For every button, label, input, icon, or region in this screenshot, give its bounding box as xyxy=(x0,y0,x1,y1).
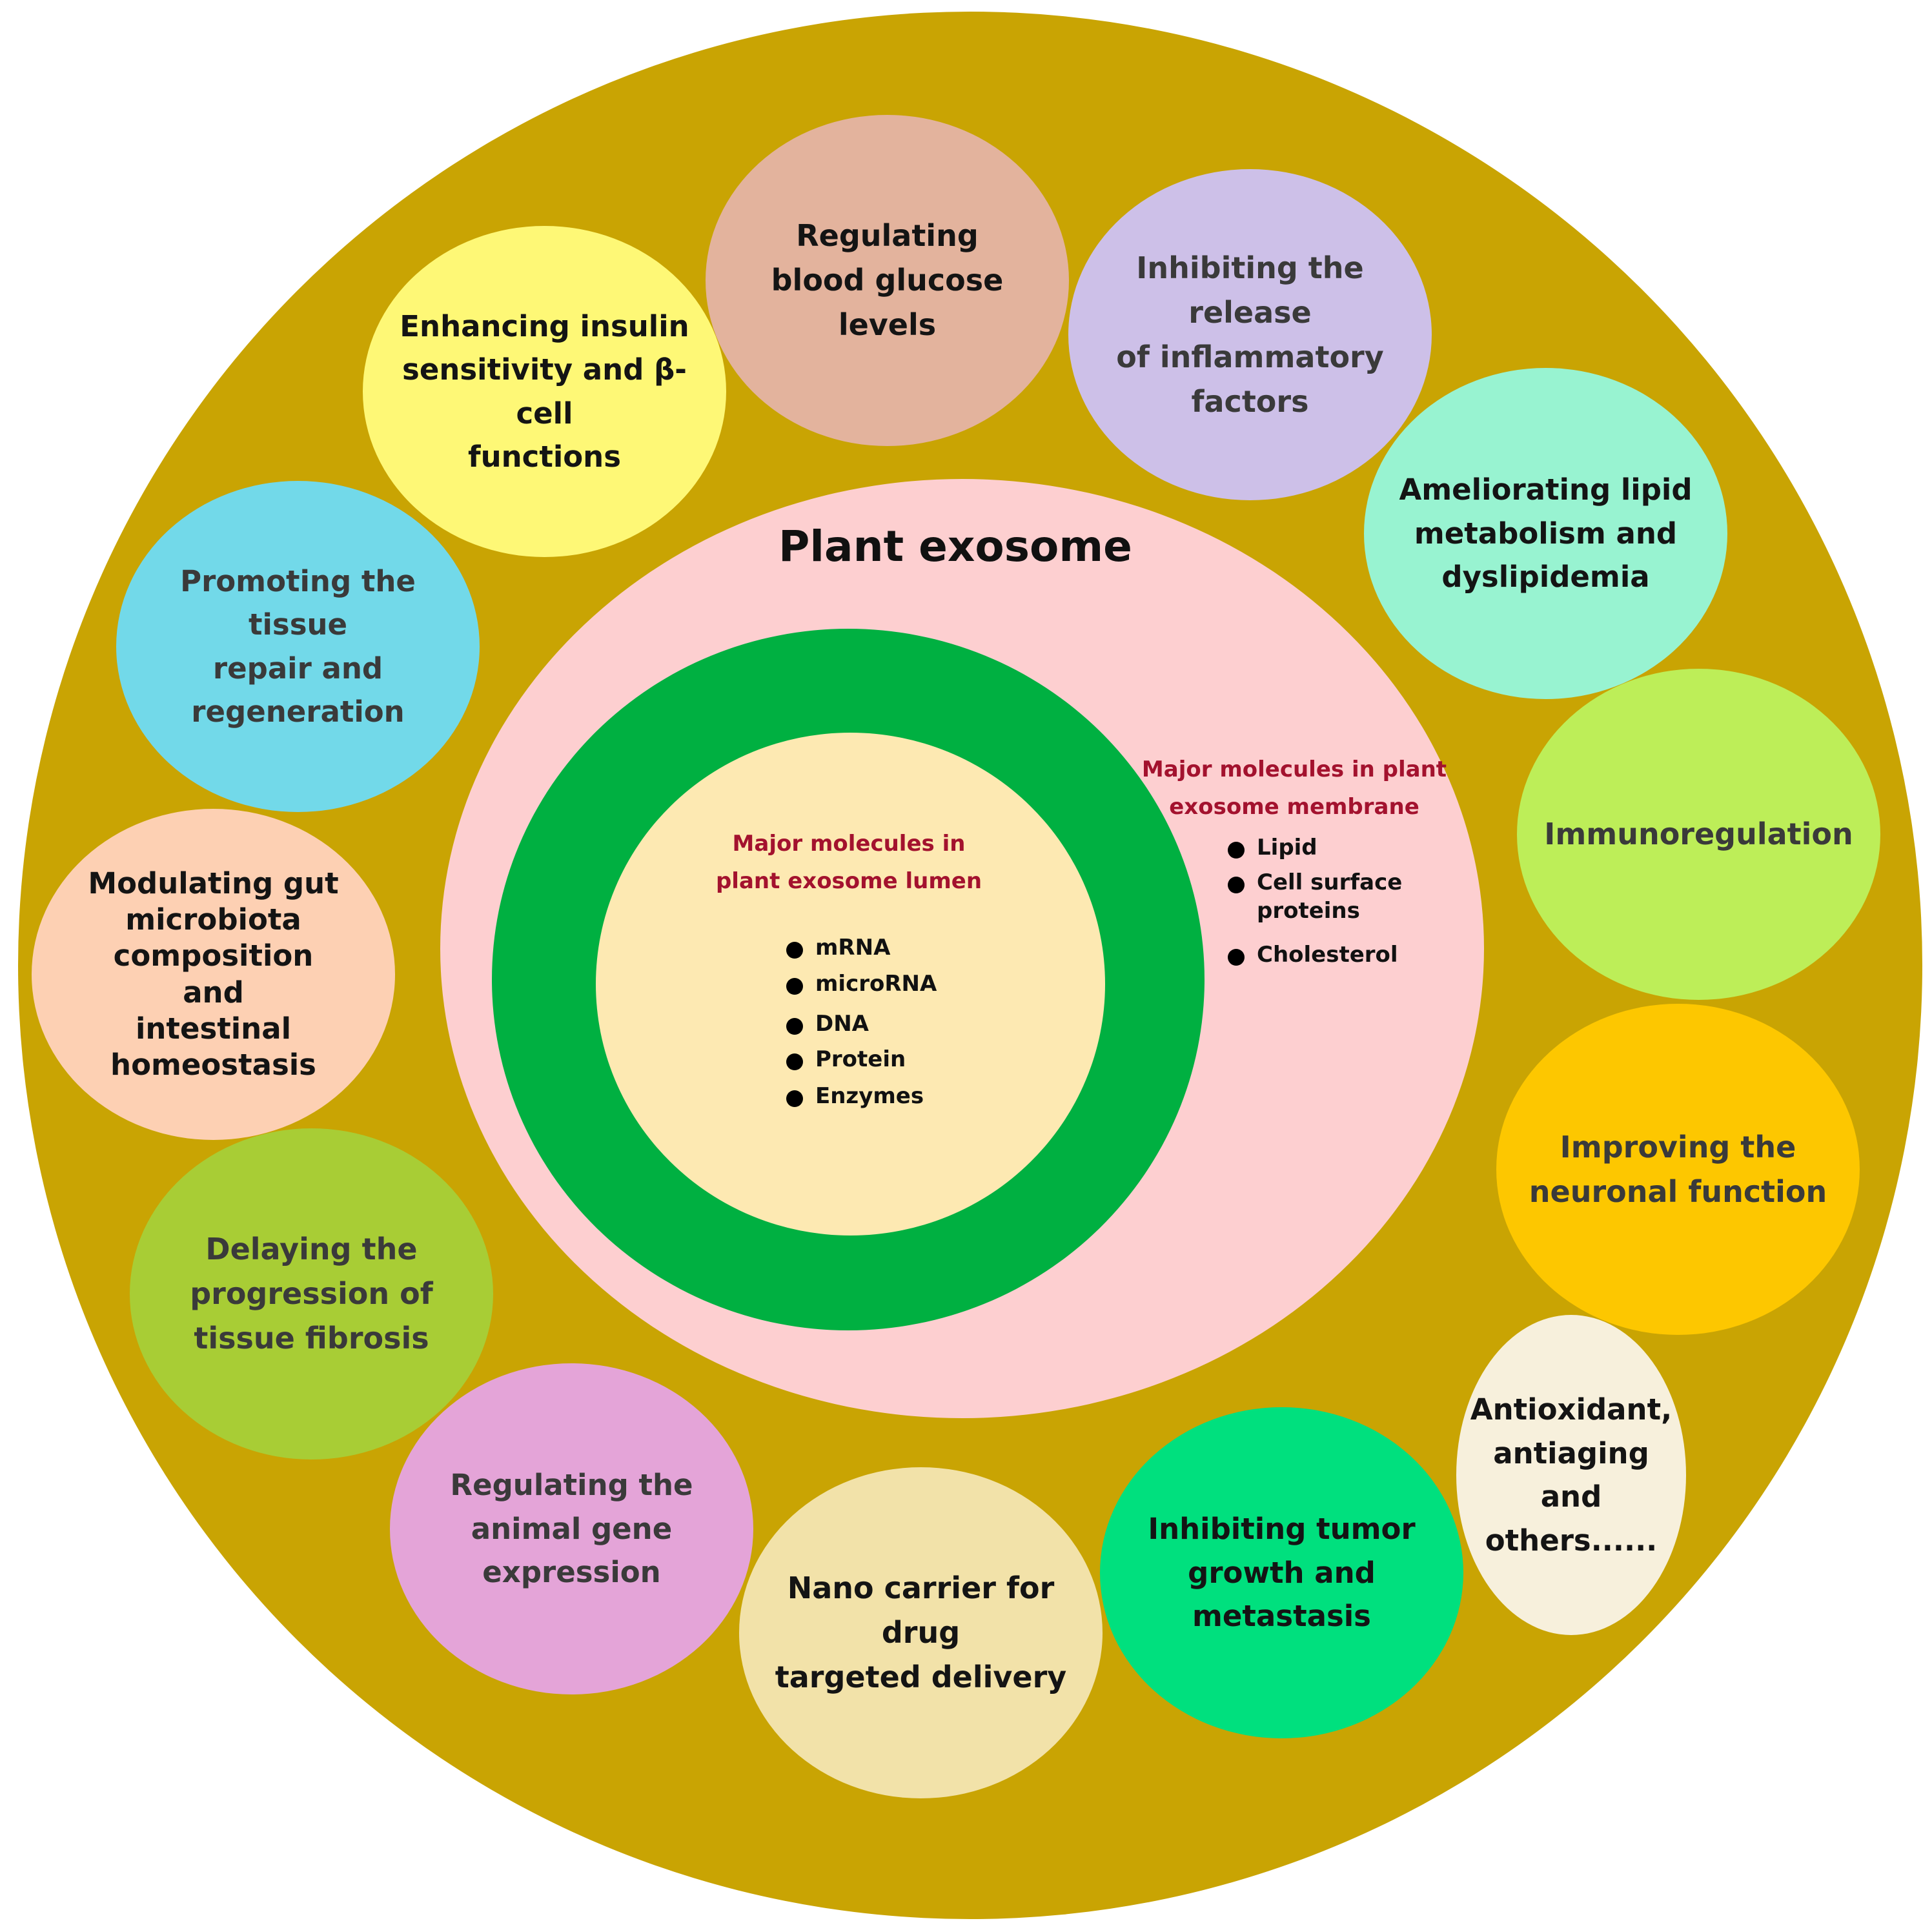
bullet-icon xyxy=(786,1090,803,1107)
membrane-heading-line2: exosome membrane xyxy=(1169,794,1419,820)
bullet-icon xyxy=(786,942,803,959)
membrane-heading: Major molecules in plant exosome membran… xyxy=(1126,751,1462,826)
bullet-icon xyxy=(786,1018,803,1035)
lumen-heading: Major molecules in plant exosome lumen xyxy=(681,825,1017,900)
bullet-icon xyxy=(786,978,803,995)
lumen-heading-line2: plant exosome lumen xyxy=(715,868,982,895)
function-circle-immunoregulation: Immunoregulation xyxy=(1517,669,1880,1000)
bullet-icon xyxy=(786,1053,803,1070)
bullet-icon xyxy=(1228,842,1245,859)
exosome-lumen-circle xyxy=(596,733,1105,1235)
membrane-heading-line1: Major molecules in plant xyxy=(1141,757,1447,782)
lumen-molecule-list: mRNA microRNA DNA Protein Enzymes xyxy=(786,934,1006,1121)
bullet-icon xyxy=(1228,949,1245,966)
lumen-heading-line1: Major molecules in xyxy=(732,831,966,857)
page-title: Plant exosome xyxy=(778,522,1132,571)
bullet-icon xyxy=(1228,877,1245,893)
